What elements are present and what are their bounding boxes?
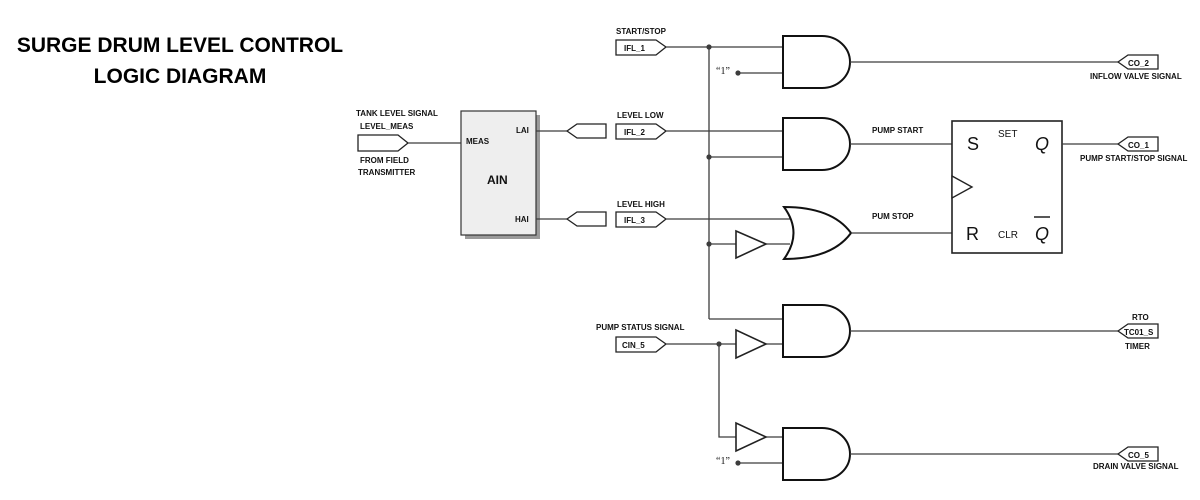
- co1-tag-text: CO_1: [1128, 141, 1149, 150]
- and-gate-pump-start: [782, 117, 851, 171]
- ifl2-input-tag: [615, 123, 668, 140]
- ifl2-tag-text: IFL_2: [624, 128, 645, 137]
- level-low-label: LEVEL LOW: [617, 111, 664, 120]
- cin5-input-tag: [615, 336, 668, 353]
- ain-hai-port-label: HAI: [515, 215, 529, 224]
- level-high-label: LEVEL HIGH: [617, 200, 665, 209]
- ain-block-name: AIN: [487, 173, 508, 187]
- level-meas-tag-label: LEVEL_MEAS: [360, 122, 414, 131]
- co2-output-tag: [1116, 54, 1159, 70]
- ff-clr-label: CLR: [998, 230, 1018, 241]
- transmitter-label: TRANSMITTER: [358, 168, 416, 177]
- junction-not1: [706, 241, 712, 247]
- constant-one-bottom-dot: [735, 460, 741, 466]
- start-stop-label: START/STOP: [616, 27, 667, 36]
- ff-set-label: SET: [998, 129, 1017, 140]
- ifl1-input-tag: [615, 39, 668, 56]
- co5-tag-text: CO_5: [1128, 451, 1149, 460]
- diagram-title-line2: LOGIC DIAGRAM: [94, 65, 267, 88]
- pump-stop-label: PUM STOP: [872, 212, 914, 221]
- diagram-title-line1: SURGE DRUM LEVEL CONTROL: [17, 34, 343, 57]
- pump-status-branch-wire: [718, 344, 736, 438]
- ain-block: [460, 110, 537, 236]
- ff-q-bar-label: Q: [1035, 224, 1049, 244]
- co5-output-tag: [1116, 446, 1159, 462]
- drain-valve-signal-label: DRAIN VALVE SIGNAL: [1093, 462, 1179, 471]
- and-gate-timer: [782, 304, 851, 358]
- co1-output-tag: [1116, 136, 1159, 152]
- tc01s-tag-text: TC01_S: [1124, 328, 1154, 337]
- junction-start-stop: [706, 44, 712, 50]
- ain-lai-port-label: LAI: [516, 126, 529, 135]
- rto-label: RTO: [1132, 313, 1149, 322]
- timer-label: TIMER: [1125, 342, 1150, 351]
- or-gate-pump-stop: [782, 205, 853, 261]
- ff-q-label: Q: [1035, 134, 1049, 154]
- pump-status-label: PUMP STATUS SIGNAL: [596, 323, 685, 332]
- pump-start-label: PUMP START: [872, 126, 923, 135]
- ifl1-tag-text: IFL_1: [624, 44, 645, 53]
- cin5-tag-text: CIN_5: [622, 341, 645, 350]
- ff-r-label: R: [966, 224, 979, 244]
- ain-meas-port-label: MEAS: [466, 137, 490, 146]
- tc01s-output-tag: [1116, 323, 1159, 339]
- and-gate-inflow: [782, 35, 851, 89]
- not-gate-pump-status: [735, 328, 768, 360]
- level-meas-input-tag: [357, 134, 410, 152]
- ifl3-tag-text: IFL_3: [624, 216, 645, 225]
- pump-start-stop-signal-label: PUMP START/STOP SIGNAL: [1080, 154, 1188, 163]
- co2-tag-text: CO_2: [1128, 59, 1149, 68]
- from-field-label: FROM FIELD: [360, 156, 409, 165]
- ff-clock-triangle: [951, 174, 974, 200]
- tank-level-signal-label: TANK LEVEL SIGNAL: [356, 109, 438, 118]
- constant-one-top-dot: [735, 70, 741, 76]
- constant-one-top: “1”: [716, 66, 730, 77]
- not-gate-drain: [735, 421, 768, 453]
- constant-one-bottom: “1”: [716, 456, 730, 467]
- junction-and3: [706, 154, 712, 160]
- inflow-valve-signal-label: INFLOW VALVE SIGNAL: [1090, 72, 1182, 81]
- ifl3-input-tag: [615, 211, 668, 228]
- not-gate-level-high: [735, 229, 768, 260]
- ff-s-label: S: [967, 134, 979, 154]
- lai-output-tag: [565, 123, 607, 139]
- hai-output-tag: [565, 211, 607, 227]
- and-gate-drain: [782, 427, 851, 481]
